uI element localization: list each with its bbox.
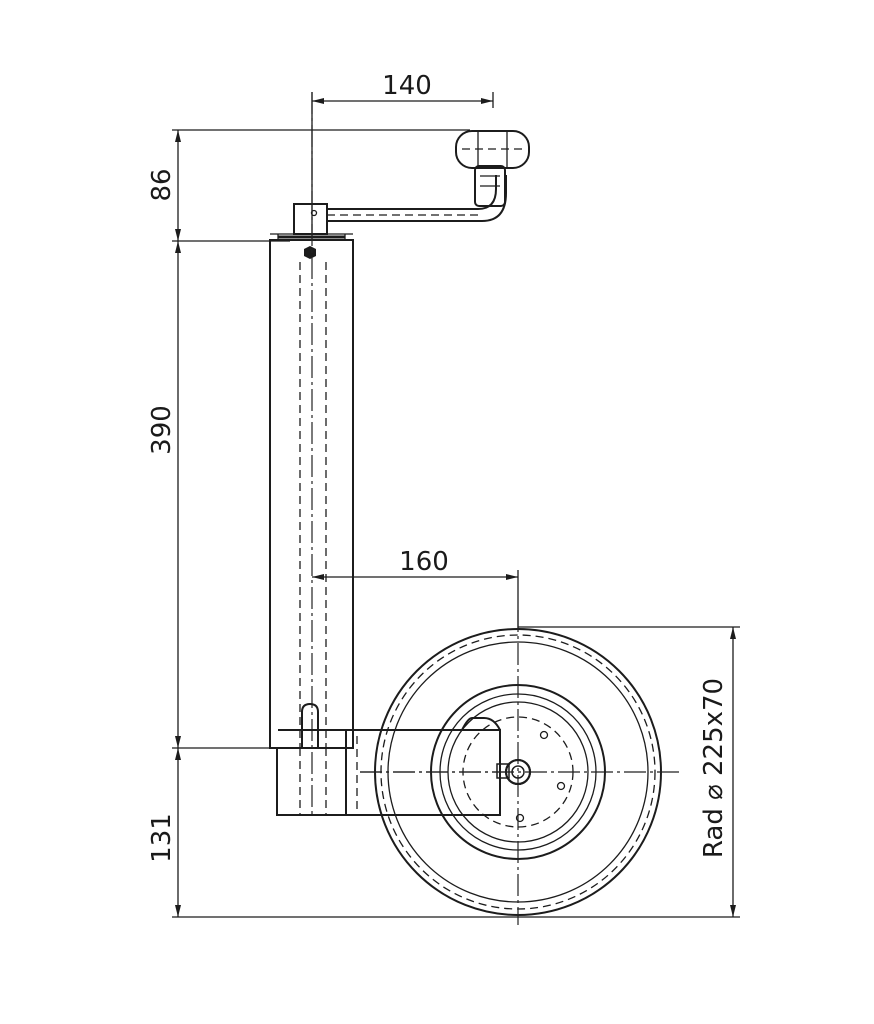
dimension-390: 390 bbox=[147, 241, 280, 749]
wheel-fork bbox=[276, 702, 531, 816]
dimension-wheel-diameter: Rad ⌀ 225x70 bbox=[518, 626, 740, 917]
dimension-390-label: 390 bbox=[147, 405, 177, 455]
dimension-86-label: 86 bbox=[147, 168, 177, 201]
dimension-160-label: 160 bbox=[399, 547, 449, 577]
hex-nut bbox=[304, 246, 316, 259]
dimension-140: 140 bbox=[311, 71, 494, 240]
dimension-131: 131 bbox=[147, 748, 740, 918]
dimension-160: 160 bbox=[312, 547, 519, 628]
crank-handle bbox=[293, 130, 530, 235]
dimension-131-label: 131 bbox=[147, 813, 177, 863]
dimension-86: 86 bbox=[147, 129, 470, 242]
dimension-140-label: 140 bbox=[382, 71, 432, 101]
wheel-size-label: Rad ⌀ 225x70 bbox=[699, 678, 729, 858]
wheel bbox=[360, 610, 680, 925]
